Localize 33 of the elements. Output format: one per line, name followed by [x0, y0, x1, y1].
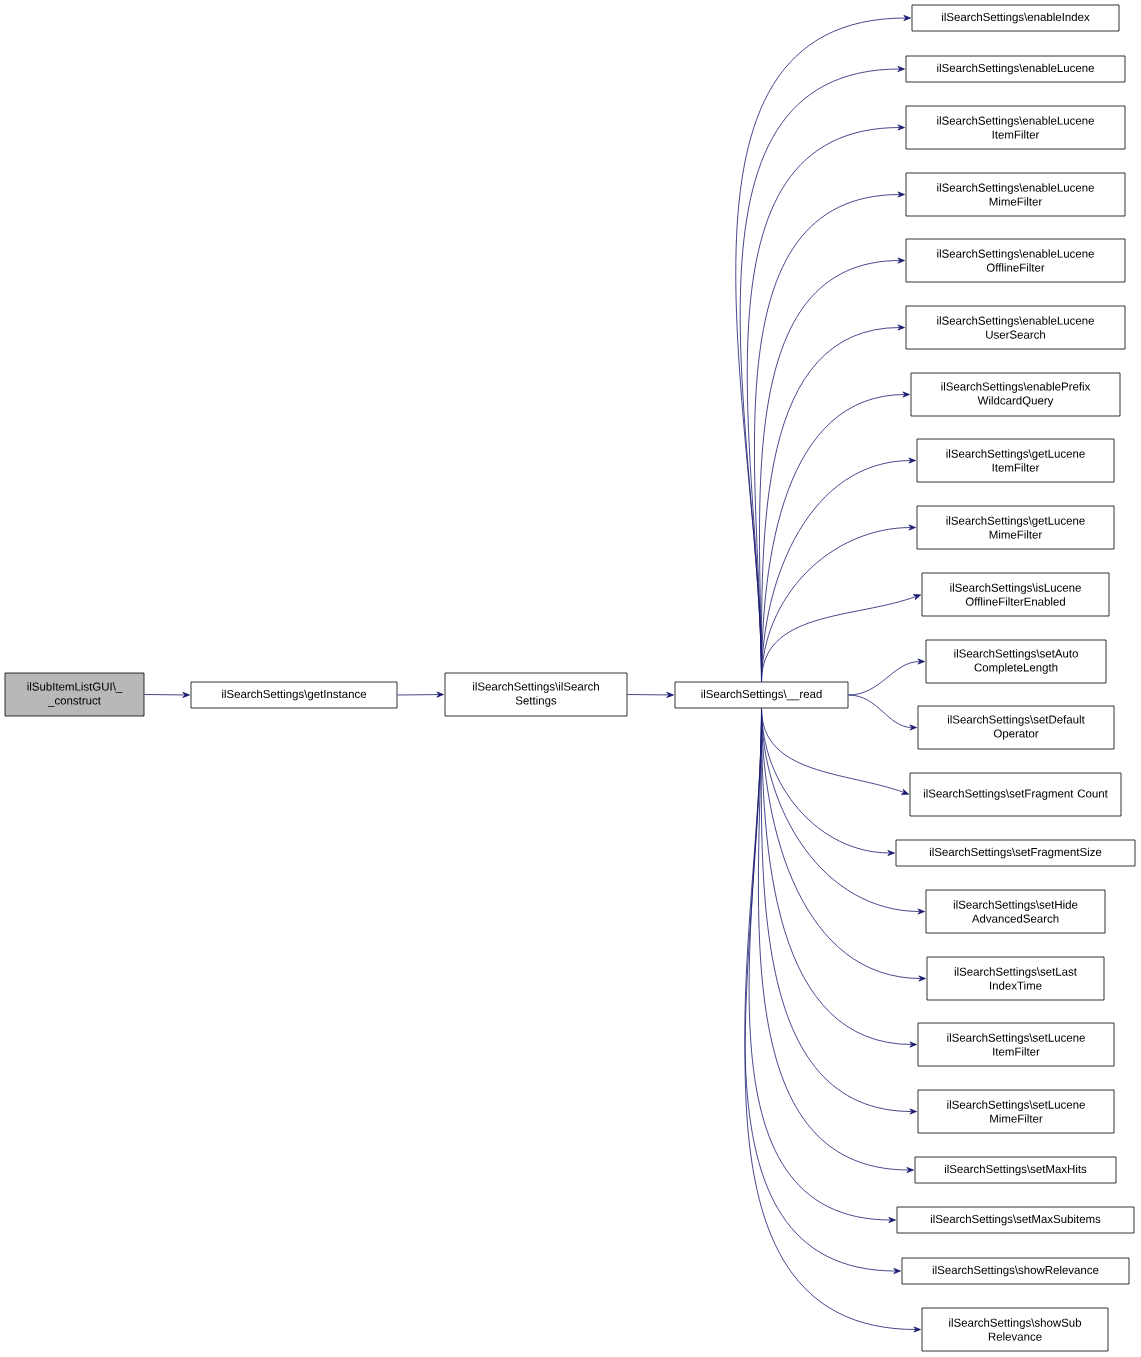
function-box: ilSearchSettings\isLucene OfflineFilterEnabled — [921, 572, 1110, 617]
function-box: ilSearchSettings\setMaxSubitems — [896, 1206, 1135, 1234]
arrow — [397, 691, 444, 698]
arrow — [627, 691, 674, 698]
function-box: ilSearchSettings\setDefault Operator — [917, 705, 1115, 750]
function-box: ilSearchSettings\enableLucene — [905, 55, 1126, 83]
function-box: ilSearchSettings\setFragment Count — [909, 772, 1122, 817]
function-box: ilSearchSettings\showRelevance — [901, 1257, 1130, 1285]
function-box: ilSearchSettings\setLucene MimeFilter — [917, 1089, 1115, 1134]
function-box: ilSearchSettings\getLucene MimeFilter — [916, 505, 1115, 550]
function-box: ilSearchSettings\setLast IndexTime — [926, 956, 1105, 1001]
function-box: ilSearchSettings\getInstance — [190, 681, 398, 709]
function-box: ilSearchSettings\enablePrefix WildcardQuery — [910, 372, 1121, 417]
arrow — [848, 694, 917, 731]
function-box: ilSearchSettings\enableLucene OfflineFilter — [905, 238, 1126, 283]
function-box: ilSearchSettings\enableIndex — [911, 4, 1120, 32]
function-box: ilSearchSettings\ilSearch Settings — [444, 672, 628, 717]
function-box: ilSubItemListGUI\_ _construct — [4, 672, 145, 717]
arrow — [144, 691, 190, 698]
arrow — [848, 658, 925, 696]
function-box: ilSearchSettings\enableLucene UserSearch — [905, 305, 1126, 350]
function-box: ilSearchSettings\setHide AdvancedSearch — [925, 889, 1106, 934]
function-box: ilSearchSettings\setMaxHits — [914, 1156, 1117, 1184]
function-box: ilSearchSettings\getLucene ItemFilter — [916, 438, 1115, 483]
function-box: ilSearchSettings\setAuto CompleteLength — [925, 639, 1107, 684]
function-box: ilSearchSettings\enableLucene ItemFilter — [905, 105, 1126, 150]
arrow — [761, 594, 921, 682]
function-box: ilSearchSettings\enableLucene MimeFilter — [905, 172, 1126, 217]
function-box: ilSearchSettings\__read — [674, 681, 849, 709]
function-box: ilSearchSettings\showSub Relevance — [921, 1307, 1109, 1352]
arrow — [744, 708, 921, 1333]
function-box: ilSearchSettings\setFragmentSize — [895, 839, 1136, 867]
function-box: ilSearchSettings\setLucene ItemFilter — [917, 1022, 1115, 1067]
